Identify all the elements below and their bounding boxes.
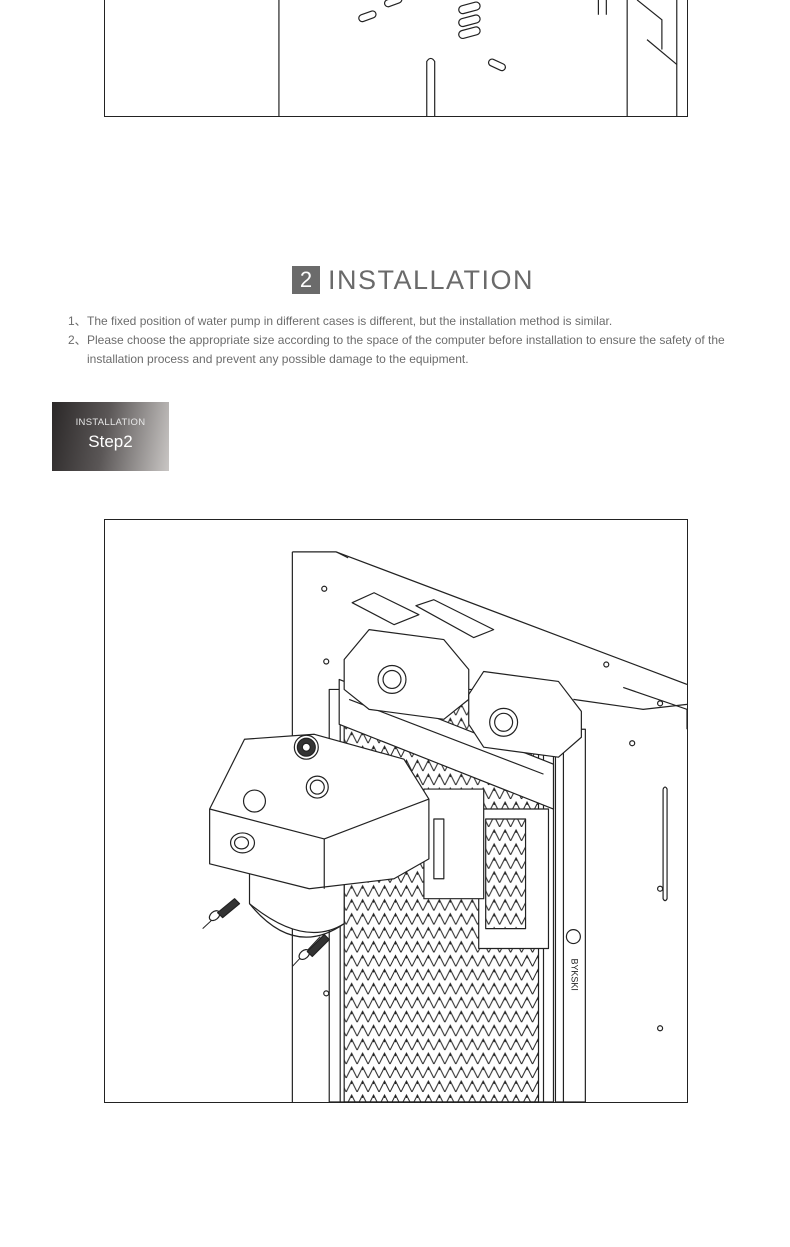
note-text: The fixed position of water pump in diff… <box>87 314 613 328</box>
step-label: Step2 <box>88 432 133 451</box>
case-panel-illustration-top <box>278 0 678 116</box>
step-badge: INSTALLATION Step2 <box>52 402 169 471</box>
installation-notes: 1、 The fixed position of water pump in d… <box>68 312 758 369</box>
note-item: 2、 Please choose the appropriate size ac… <box>68 331 758 369</box>
step-kicker: INSTALLATION <box>75 417 146 428</box>
note-text: Please choose the appropriate size accor… <box>87 333 725 366</box>
note-item: 1、 The fixed position of water pump in d… <box>68 312 758 331</box>
pump-radiator-illustration: BYKSKI <box>202 551 687 1102</box>
section-title: INSTALLATION <box>328 264 535 295</box>
pump-logo-icon <box>293 734 319 760</box>
note-number: 1、 <box>68 314 87 328</box>
installation-diagram-frame: BYKSKI <box>104 519 688 1103</box>
radiator-brand-text: BYKSKI <box>569 958 579 990</box>
top-diagram-frame <box>104 0 688 117</box>
radiator-brand-mark: BYKSKI <box>565 928 581 991</box>
screw-icon <box>202 898 241 929</box>
section-heading: 2 INSTALLATION <box>292 265 534 295</box>
section-number-badge: 2 <box>292 266 320 294</box>
screw-icon <box>291 933 330 967</box>
note-number: 2、 <box>68 333 87 347</box>
